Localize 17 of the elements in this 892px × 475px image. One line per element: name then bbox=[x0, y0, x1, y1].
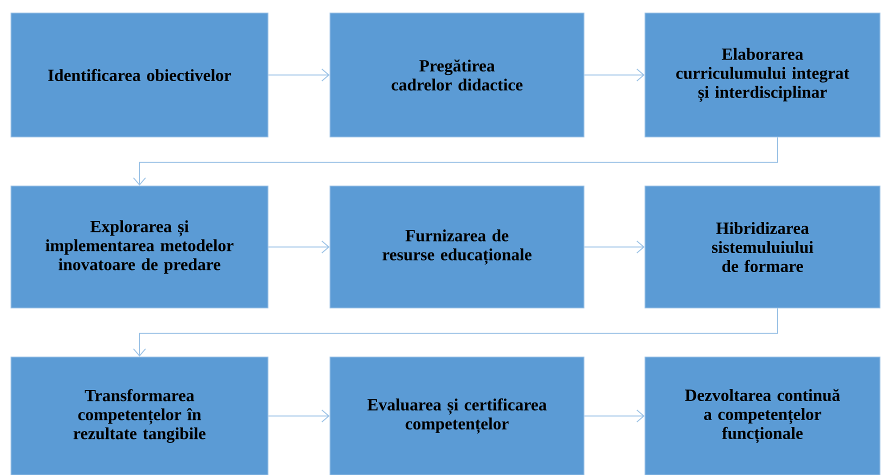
process-box: Elaborarea curriculumului integrat și interdisciplinar bbox=[644, 12, 880, 138]
process-box: Pregătirea cadrelor didactice bbox=[330, 12, 584, 138]
arrow bbox=[268, 410, 330, 422]
arrow bbox=[584, 240, 645, 254]
arrow bbox=[133, 308, 778, 357]
process-box: Explorarea și implementarea metodelor inovatoare de predare bbox=[10, 186, 268, 308]
process-box: Evaluarea și certificarea competențelor bbox=[330, 356, 584, 475]
arrow bbox=[268, 68, 330, 82]
process-box: Furnizarea de resurse educaționale bbox=[330, 186, 584, 308]
arrow bbox=[268, 240, 330, 254]
process-box: Hibridizarea sistemuluiului de formare bbox=[644, 186, 880, 308]
process-box: Identificarea obiectivelor bbox=[10, 12, 268, 138]
arrow bbox=[584, 410, 645, 422]
arrow bbox=[133, 136, 778, 186]
arrow bbox=[584, 68, 645, 82]
process-box: Dezvoltarea continuă a competențelor funcționale bbox=[644, 356, 880, 475]
process-box: Transformarea competențelor în rezultate tangibile bbox=[10, 356, 268, 475]
